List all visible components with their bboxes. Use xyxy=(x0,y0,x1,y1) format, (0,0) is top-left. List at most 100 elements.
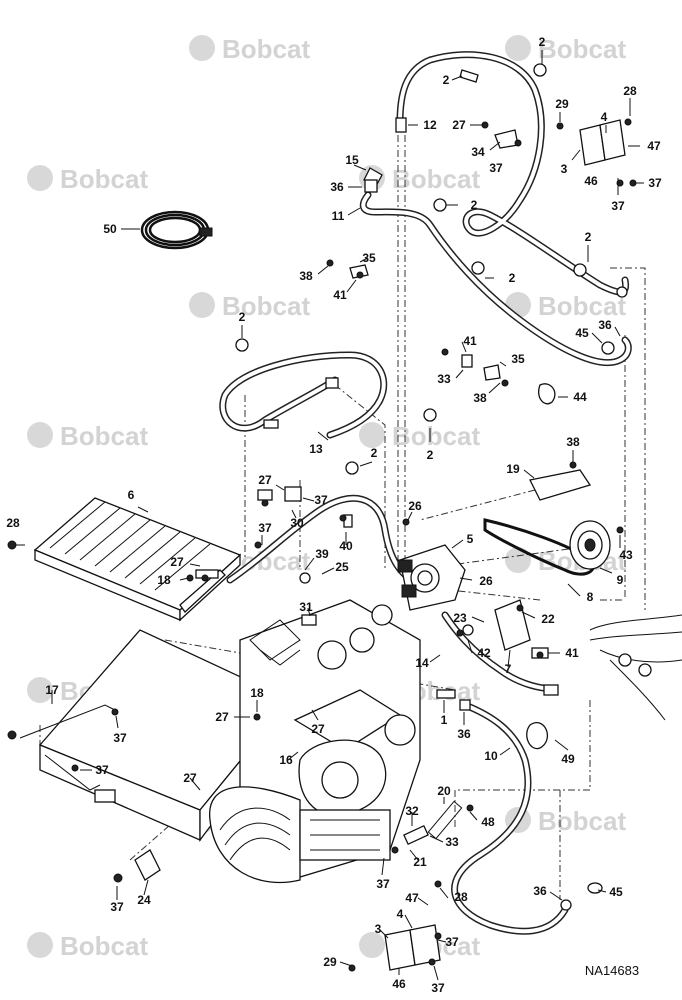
callout: 33 xyxy=(437,372,451,386)
drawing-number: NA14683 xyxy=(585,963,639,978)
callout: 36 xyxy=(533,884,547,898)
callout: 36 xyxy=(598,318,612,332)
callout: 27 xyxy=(183,771,197,785)
callout: 50 xyxy=(103,222,117,236)
callout: 27 xyxy=(311,722,325,736)
callout: 12 xyxy=(423,118,437,132)
callout: 19 xyxy=(506,462,520,476)
svg-text:Bobcat: Bobcat xyxy=(222,291,310,321)
ac-compressor xyxy=(397,544,466,611)
callout: 1 xyxy=(441,713,448,727)
callout: 2 xyxy=(471,198,478,212)
svg-text:Bobcat: Bobcat xyxy=(392,421,480,451)
callout: 2 xyxy=(371,446,378,460)
callout: 15 xyxy=(345,153,359,167)
watermark-logo: Bobcat xyxy=(189,34,310,64)
callout: 7 xyxy=(505,662,512,676)
callout: 20 xyxy=(437,784,451,798)
watermark-logo: Bobcat xyxy=(27,931,148,961)
callout: 8 xyxy=(587,590,594,604)
callout: 37 xyxy=(611,199,625,213)
callout: 2 xyxy=(239,310,246,324)
callout: 47 xyxy=(647,139,661,153)
callout: 37 xyxy=(376,877,390,891)
svg-text:Bobcat: Bobcat xyxy=(392,164,480,194)
callout: 5 xyxy=(467,532,474,546)
svg-text:Bobcat: Bobcat xyxy=(538,291,626,321)
svg-text:Bobcat: Bobcat xyxy=(222,34,310,64)
callout: 35 xyxy=(362,251,376,265)
callout: 29 xyxy=(555,97,569,111)
callout: 37 xyxy=(113,731,127,745)
callout: 41 xyxy=(463,334,477,348)
callout: 45 xyxy=(609,885,623,899)
callout: 27 xyxy=(215,710,229,724)
callout: 27 xyxy=(258,473,272,487)
callout: 34 xyxy=(471,145,485,159)
callout: 37 xyxy=(431,981,445,995)
callout: 17 xyxy=(45,683,59,697)
callout: 26 xyxy=(408,499,422,513)
callout: 14 xyxy=(415,656,429,670)
callout: 18 xyxy=(250,686,264,700)
svg-text:Bobcat: Bobcat xyxy=(538,806,626,836)
svg-text:Bobcat: Bobcat xyxy=(60,421,148,451)
callout: 41 xyxy=(565,646,579,660)
hoses xyxy=(219,51,632,935)
watermark-logo: Bobcat xyxy=(505,34,626,64)
callout: 27 xyxy=(170,555,184,569)
callout: 35 xyxy=(511,352,525,366)
callout: 36 xyxy=(330,180,344,194)
callout: 3 xyxy=(375,922,382,936)
svg-text:Bobcat: Bobcat xyxy=(538,34,626,64)
callout: 22 xyxy=(541,612,555,626)
callout: 27 xyxy=(452,118,466,132)
callout: 43 xyxy=(619,548,633,562)
callout: 46 xyxy=(392,977,406,991)
callout: 38 xyxy=(299,269,313,283)
svg-text:Bobcat: Bobcat xyxy=(60,931,148,961)
callout: 38 xyxy=(566,435,580,449)
engine xyxy=(209,599,421,884)
callout: 25 xyxy=(335,560,349,574)
callout: 23 xyxy=(453,611,467,625)
callout: 37 xyxy=(95,763,109,777)
callout: 2 xyxy=(509,271,516,285)
callout: 42 xyxy=(477,646,491,660)
right-edge-assembly xyxy=(589,614,682,721)
watermark-logo: Bobcat xyxy=(505,291,626,321)
callout: 38 xyxy=(473,391,487,405)
callout: 6 xyxy=(128,488,135,502)
callout: 13 xyxy=(309,442,323,456)
callout: 4 xyxy=(397,907,404,921)
callout: 2 xyxy=(539,35,546,49)
callout: 41 xyxy=(333,288,347,302)
callout: 29 xyxy=(323,955,337,969)
callout: 28 xyxy=(623,84,637,98)
callout: 47 xyxy=(405,891,419,905)
callout: 28 xyxy=(6,516,20,530)
callout: 45 xyxy=(575,326,589,340)
callout: 37 xyxy=(648,176,662,190)
callout: 2 xyxy=(443,73,450,87)
callout: 24 xyxy=(137,893,151,907)
watermark-logo: Bobcat xyxy=(27,421,148,451)
callout: 2 xyxy=(427,448,434,462)
condenser xyxy=(33,497,242,622)
leader-lines xyxy=(16,50,644,981)
callout: 16 xyxy=(279,753,293,767)
callout: 26 xyxy=(479,574,493,588)
callout: 18 xyxy=(157,573,171,587)
callout: 28 xyxy=(454,890,468,904)
callout: 37 xyxy=(110,900,124,914)
callout: 49 xyxy=(561,752,575,766)
callout: 3 xyxy=(561,162,568,176)
callout: 9 xyxy=(617,573,624,587)
callout: 4 xyxy=(601,110,608,124)
callout: 44 xyxy=(573,390,587,404)
callout: 36 xyxy=(457,727,471,741)
callout: 10 xyxy=(484,749,498,763)
callout: 46 xyxy=(584,174,598,188)
callout: 48 xyxy=(481,815,495,829)
